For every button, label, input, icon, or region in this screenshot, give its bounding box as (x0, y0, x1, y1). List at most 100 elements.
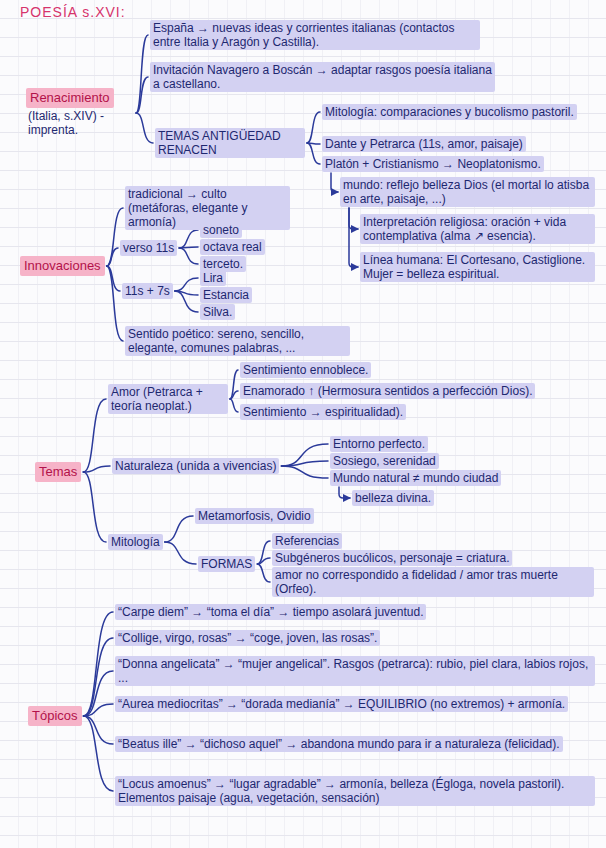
node-text: belleza divina. (352, 490, 434, 506)
node-text: España → nuevas ideas y corrientes itali… (150, 20, 480, 50)
page-title: POESÍA s.XVI: (20, 4, 126, 20)
node-text: Línea humana: El Cortesano, Castiglione.… (360, 252, 595, 282)
branch-note: Lira (200, 270, 226, 286)
node-text: Silva. (200, 304, 235, 320)
branch-line (257, 564, 270, 582)
branch-line (257, 541, 270, 564)
branch-line (257, 558, 270, 564)
branch-note: Sosiego, serenidad (330, 453, 439, 469)
branch-note: “Collige, virgo, rosas” → “coge, joven, … (115, 630, 380, 646)
branch-line (84, 716, 113, 744)
node-text: amor no correspondido a fidelidad / amor… (272, 567, 594, 597)
node-text: Innovaciones (20, 256, 105, 276)
branch-note: “Aurea mediocritas” → “dorada medianía” … (115, 696, 568, 712)
node-text: Naturaleza (unida a vivencias) (112, 458, 279, 474)
node-text: Platón + Cristianismo → Neoplatonismo. (322, 156, 544, 172)
branch-note: belleza divina. (352, 490, 434, 506)
branch-note: soneto (200, 222, 242, 238)
branch-line (230, 370, 238, 399)
node-text: Sosiego, serenidad (330, 453, 439, 469)
section-heading: Tópicos (28, 706, 82, 726)
branch-line (175, 291, 198, 312)
branch-note: FORMAS (198, 556, 255, 572)
branch-note: Dante y Petrarca (11s, amor, paisaje) (322, 136, 526, 152)
branch-line (339, 487, 350, 498)
branch-line (83, 399, 106, 472)
branch-line (84, 638, 113, 716)
branch-note: Metamorfosis, Ovidio (195, 508, 314, 524)
node-text: 11s + 7s (122, 283, 173, 299)
node-text: Metamorfosis, Ovidio (195, 508, 314, 524)
branch-line (107, 208, 123, 266)
node-text: TEMAS ANTIGÜEDAD RENACEN (155, 128, 305, 158)
title-text: POESÍA s.XVI: (20, 4, 126, 20)
branch-note: TEMAS ANTIGÜEDAD RENACEN (155, 128, 305, 158)
node-text: Sentimiento → espiritualidad). (240, 404, 406, 420)
node-text: “Collige, virgo, rosas” → “coge, joven, … (115, 630, 380, 646)
branch-note: mundo: reflejo belleza Dios (el mortal l… (340, 177, 595, 207)
node-text: “Donna angelicata” → “mujer angelical”. … (115, 656, 595, 686)
branch-line (349, 208, 358, 267)
node-text: Mundo natural ≠ mundo ciudad (330, 470, 501, 486)
branch-note: “Locus amoenus” → “lugar agradable” → ar… (115, 776, 595, 806)
branch-note: octava real (200, 239, 265, 255)
branch-line (175, 278, 198, 291)
node-text: octava real (200, 239, 265, 255)
branch-note: Referencias (272, 533, 342, 549)
node-text: FORMAS (198, 556, 255, 572)
branch-line (281, 461, 328, 466)
branch-line (281, 444, 328, 466)
branch-line (165, 516, 193, 542)
node-text: Tópicos (28, 706, 82, 726)
node-text: Interpretación religiosa: oración + vida… (360, 214, 595, 244)
branch-note: Entorno perfecto. (330, 436, 428, 452)
node-text: Entorno perfecto. (330, 436, 428, 452)
branch-note: Naturaleza (unida a vivencias) (112, 458, 279, 474)
node-text: Invitación Navagero a Boscán → adaptar r… (150, 62, 495, 92)
branch-line (136, 35, 148, 113)
branch-line (107, 266, 120, 291)
branch-line (230, 391, 238, 399)
branch-note: Invitación Navagero a Boscán → adaptar r… (150, 62, 495, 92)
branch-line (107, 248, 118, 266)
branch-line (136, 113, 153, 143)
section-heading: Innovaciones (20, 256, 105, 276)
node-text: Sentido poético: sereno, sencillo, elega… (125, 326, 350, 356)
branch-note: Sentimiento → espiritualidad). (240, 404, 406, 420)
node-text: Dante y Petrarca (11s, amor, paisaje) (322, 136, 526, 152)
branch-note: 11s + 7s (122, 283, 173, 299)
branch-note: Mitología: comparaciones y bucolismo pas… (322, 104, 577, 120)
branch-line (307, 143, 320, 164)
node-text: “Carpe diem” → “toma el día” → tiempo as… (115, 604, 426, 620)
node-text: Subgéneros bucólicos, personaje = criatu… (272, 550, 512, 566)
branch-note: amor no correspondido a fidelidad / amor… (272, 567, 594, 597)
node-text: Mitología: comparaciones y bucolismo pas… (322, 104, 577, 120)
branch-note: Platón + Cristianismo → Neoplatonismo. (322, 156, 544, 172)
node-text: Amor (Petrarca + teoría neoplat.) (108, 384, 228, 414)
branch-line (136, 77, 148, 113)
node-text: Referencias (272, 533, 342, 549)
branch-line (107, 266, 123, 341)
node-text: Mitología (108, 534, 163, 550)
branch-line (307, 112, 320, 143)
branch-line (281, 466, 328, 478)
node-text: “Locus amoenus” → “lugar agradable” → ar… (115, 776, 595, 806)
node-text: Temas (35, 462, 81, 482)
branch-line (349, 208, 358, 229)
branch-note: Interpretación religiosa: oración + vida… (360, 214, 595, 244)
branch-note: verso 11s (120, 240, 177, 256)
branch-line (84, 671, 113, 716)
branch-line (230, 399, 238, 412)
branch-line (165, 542, 196, 564)
section-heading: Temas (35, 462, 81, 482)
branch-line (83, 466, 110, 472)
branch-line (84, 704, 113, 716)
branch-line (83, 472, 106, 542)
branch-note: “Carpe diem” → “toma el día” → tiempo as… (115, 604, 426, 620)
node-text: Lira (200, 270, 226, 286)
branch-line (179, 230, 198, 248)
branch-line (331, 173, 338, 192)
branch-note: Sentimiento ennoblece. (240, 362, 371, 378)
branch-note: Silva. (200, 304, 235, 320)
node-text: verso 11s (120, 240, 177, 256)
